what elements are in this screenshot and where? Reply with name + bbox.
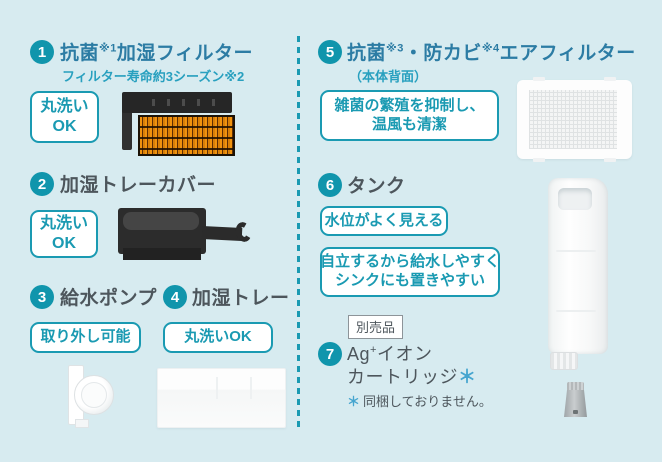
item5-badge-line2: 温風も清潔 [371, 115, 447, 133]
item5-number-badge: 5 [318, 40, 342, 64]
item7-note-text: 同梱しておりません。 [363, 394, 492, 409]
air-filter-tab [533, 158, 545, 162]
item1-title: 抗菌※1加湿フィルター [60, 38, 253, 65]
item2-badge-line1: 丸洗い [39, 215, 88, 232]
item6-number-badge: 6 [318, 173, 342, 197]
tray-cover-top [123, 212, 199, 230]
tray-cover-base [123, 248, 201, 260]
tank-cap [550, 352, 578, 370]
item7-title-ag: Ag [347, 344, 371, 364]
item7-note: ＊同梱しておりません。 [347, 391, 492, 410]
item1-title-footnote: ※1 [99, 42, 117, 55]
item5-subtitle: （本体背面） [349, 69, 428, 84]
item5-title-footnote2: ※4 [481, 42, 500, 55]
item7-number-badge: 7 [318, 342, 342, 366]
item6-badge2-line2: シンクにも置きやすい [334, 272, 485, 289]
item5-badge-line1: 雑菌の繁殖を抑制し、 [334, 96, 485, 114]
item5-title: 抗菌※3・防カビ※4エアフィルター [347, 38, 636, 65]
tank-handle [558, 188, 592, 210]
item3-title: 給水ポンプ [60, 288, 157, 309]
item4-washable-badge: 丸洗いOK [163, 322, 273, 353]
item3-removable-badge: 取り外し可能 [30, 322, 141, 353]
item1-title-main: 抗菌 [60, 43, 100, 64]
item5-title-part2: ・防カビ [403, 43, 482, 64]
filter-frame [122, 92, 232, 113]
air-filter-tab [604, 77, 616, 81]
item2-badge-line2: OK [52, 235, 76, 252]
tray-image [157, 368, 286, 428]
air-filter-tab [604, 158, 616, 162]
cartridge-cap [567, 382, 584, 391]
air-filter-mesh [529, 90, 617, 149]
item1-title-tail: 加湿フィルター [116, 43, 253, 64]
item7-title: Ag+イオン カートリッジ＊ [347, 339, 477, 389]
item1-badge-line2: OK [52, 118, 77, 135]
item5-title-part1: 抗菌 [347, 43, 387, 64]
item7-note-asterisk: ＊ [347, 394, 361, 409]
pump-cylinder [74, 375, 114, 415]
tray-detail-line [216, 377, 218, 399]
air-filter-tab [533, 77, 545, 81]
item7-title-plus: + [370, 344, 377, 356]
item3-number-badge: 3 [30, 285, 54, 309]
item6-self-standing-badge: 自立するから給水しやすく シンクにも置きやすい [320, 247, 500, 297]
filter-handle [122, 104, 132, 150]
item1-number-badge: 1 [30, 40, 54, 64]
cartridge-image [562, 382, 589, 419]
air-filter-image [517, 77, 632, 162]
tray-cover-image [118, 204, 254, 262]
item2-number-badge: 2 [30, 172, 54, 196]
tank-crease [556, 250, 596, 252]
item7-title-asterisk: ＊ [458, 367, 477, 387]
item1-subtitle: フィルター寿命約3シーズン※2 [62, 69, 245, 84]
item7-title-ion: イオン [376, 344, 433, 364]
item2-title: 加湿トレーカバー [60, 175, 217, 196]
item5-title-footnote1: ※3 [386, 42, 404, 55]
sold-separately-tag: 別売品 [348, 315, 404, 339]
item7-title-cartridge: カートリッジ [347, 367, 458, 387]
humidification-filter-image [119, 90, 235, 156]
item6-badge2-line1: 自立するから給水しやすく [320, 253, 500, 271]
tray-detail-line [250, 377, 252, 399]
pump-image [62, 363, 114, 428]
item2-washable-badge: 丸洗い OK [30, 210, 98, 258]
item6-water-level-badge: 水位がよく見える [320, 206, 448, 236]
item6-title: タンク [347, 176, 406, 197]
item4-number-badge: 4 [163, 285, 187, 309]
filter-media [138, 115, 235, 156]
tank-crease [556, 310, 596, 312]
tank-image [546, 172, 610, 372]
pump-foot [75, 419, 89, 428]
cartridge-body [564, 390, 587, 417]
dashed-divider [297, 36, 300, 430]
item1-badge-line1: 丸洗い [40, 98, 89, 115]
item1-washable-badge: 丸洗い OK [30, 91, 99, 143]
cartridge-outlet [573, 410, 578, 414]
item4-title: 加湿トレー [192, 288, 290, 309]
item5-title-part3: エアフィルター [499, 43, 636, 64]
item5-clean-air-badge: 雑菌の繁殖を抑制し、 温風も清潔 [320, 90, 499, 141]
